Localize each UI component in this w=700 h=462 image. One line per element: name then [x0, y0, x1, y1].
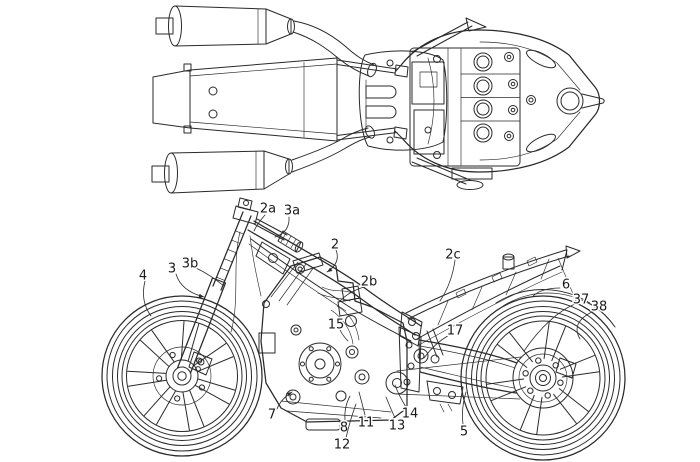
leader-line-37 — [523, 303, 576, 352]
leader-line-5 — [462, 391, 467, 425]
leader-line-2a — [253, 214, 266, 232]
leader-line-17 — [423, 334, 450, 359]
rear-fender — [495, 257, 616, 328]
leader-line-2b — [338, 286, 365, 303]
starter-motor — [258, 332, 276, 354]
reference-label-7: 7 — [268, 408, 276, 423]
top-view — [151, 5, 605, 194]
front-spokes — [127, 321, 236, 431]
reference-label-2: 2 — [331, 238, 339, 253]
reference-label-2c: 2c — [445, 248, 460, 263]
rear-wheel — [460, 295, 626, 461]
chain — [396, 356, 522, 400]
tail-tip — [565, 245, 581, 259]
leader-line-3 — [175, 273, 205, 298]
gearbox-top-view — [358, 50, 448, 151]
rear-mount-plate — [398, 326, 422, 393]
leader-line-3a — [274, 216, 290, 238]
frame-slot-lower — [526, 133, 556, 153]
reference-label-5: 5 — [460, 425, 468, 440]
reference-label-12: 12 — [334, 438, 351, 453]
leader-line-8 — [344, 395, 351, 421]
reference-label-15: 15 — [328, 318, 345, 333]
alternator-cover — [298, 342, 342, 386]
leader-line-11 — [358, 391, 366, 416]
subframe — [405, 245, 581, 346]
reference-label-17: 17 — [447, 324, 464, 339]
reference-label-3: 3 — [168, 262, 176, 277]
reference-label-11: 11 — [358, 416, 375, 431]
reference-label-38: 38 — [591, 300, 608, 315]
rear-axle-adjuster — [555, 357, 577, 379]
side-view — [101, 197, 626, 461]
reference-label-13: 13 — [389, 419, 406, 434]
upper-silencer — [155, 5, 377, 78]
engine-top-view — [409, 17, 536, 190]
leader-line-13 — [385, 396, 396, 419]
leader-line-4 — [143, 280, 152, 317]
reference-label-6: 6 — [562, 278, 570, 293]
engine-side-view — [258, 252, 444, 431]
front-sprocket — [385, 371, 409, 395]
leader-line-14 — [394, 384, 407, 408]
leader-arrowhead-7 — [286, 392, 292, 397]
oil-sump — [305, 418, 341, 431]
leader-line-15 — [339, 329, 349, 342]
upper-exhaust-pipe — [293, 20, 375, 66]
reference-label-3b: 3b — [182, 257, 199, 272]
leader-arrowhead-3 — [198, 293, 204, 298]
main-frame — [247, 220, 423, 347]
reference-label-37: 37 — [573, 293, 590, 308]
reference-label-3a: 3a — [284, 204, 300, 219]
engine-hanger — [255, 241, 291, 275]
brake-cable — [230, 231, 241, 333]
leader-line-2c — [439, 259, 456, 302]
front-brake-caliper — [188, 351, 213, 376]
reference-label-14: 14 — [402, 407, 419, 422]
leader-arrowhead-2 — [327, 267, 333, 272]
front-wheel — [101, 295, 263, 457]
leader-line-3b — [195, 267, 225, 287]
steering-stem — [237, 197, 253, 211]
rear-spokes — [486, 321, 600, 435]
rear-frame-top-view — [152, 57, 409, 142]
reference-label-2b: 2b — [361, 275, 378, 290]
cam-cover — [292, 252, 324, 274]
steering-head-bore — [556, 87, 584, 115]
reference-label-8: 8 — [340, 421, 348, 436]
frame-slot-upper — [526, 49, 556, 69]
linkage-plate — [426, 380, 464, 405]
leader-line-38 — [576, 310, 595, 340]
front-fork — [176, 197, 259, 376]
reference-label-2a: 2a — [260, 202, 276, 217]
leader-line-6 — [532, 287, 561, 297]
reference-label-4: 4 — [139, 269, 147, 284]
swingarm — [385, 339, 522, 413]
leader-line-12 — [345, 403, 357, 439]
